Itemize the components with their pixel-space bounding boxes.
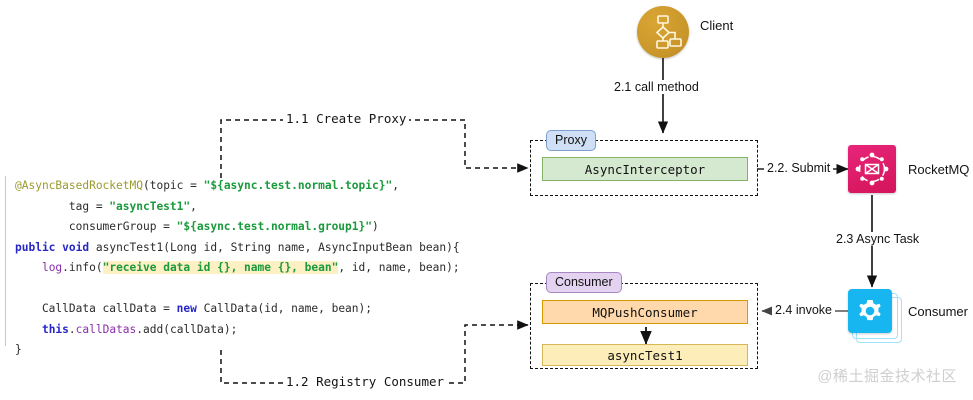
consumer-group-tag: Consumer: [546, 272, 622, 293]
consumer-group-box: [530, 283, 758, 369]
code-line: this.callDatas.add(callData);: [41, 322, 238, 336]
proxy-group-box: [530, 140, 758, 196]
watermark: @稀土掘金技术社区: [817, 368, 957, 385]
node-async-test1[interactable]: asyncTest1: [542, 344, 748, 366]
code-line: public void asyncTest1(Long id, String n…: [15, 240, 460, 254]
flow-label-1-2: 1.2 Registry Consumer: [283, 374, 448, 389]
code-snippet-panel: @AsyncBasedRocketMQ(topic = "${async.tes…: [5, 176, 475, 356]
flow-label-2-4: 2.4 invoke: [772, 303, 835, 317]
code-line: consumerGroup = "${async.test.normal.gro…: [15, 220, 379, 233]
code-line: log.info("receive data id {}, name {}, b…: [41, 261, 460, 274]
flow-label-1-1: 1.1 Create Proxy: [283, 111, 410, 126]
flowchart-icon: [655, 15, 682, 49]
proxy-group-tag: Proxy: [546, 130, 596, 151]
gear-icon: [859, 300, 881, 321]
flow-label-2-3: 2.3 Async Task: [833, 232, 923, 246]
rocketmq-icon: [848, 145, 896, 193]
code-line: @AsyncBasedRocketMQ(topic = "${async.tes…: [15, 179, 399, 192]
client-icon: [637, 6, 689, 58]
consumer-actor-label: Consumer: [908, 304, 968, 319]
client-label: Client: [700, 18, 734, 33]
flow-label-2-2: 2.2. Submit: [764, 161, 834, 175]
node-mqpushconsumer[interactable]: MQPushConsumer: [542, 300, 748, 324]
code-line: CallData callData = new CallData(id, nam…: [15, 302, 372, 315]
code-line: }: [15, 343, 22, 356]
rocketmq-network-icon: [855, 152, 889, 186]
consumer-icon: [848, 289, 892, 333]
code-line: [15, 279, 475, 300]
flow-label-2-1: 2.1 call method: [611, 80, 702, 94]
node-async-interceptor[interactable]: AsyncInterceptor: [542, 157, 748, 181]
flow-1-2-connector: [220, 320, 529, 384]
rocketmq-label: RocketMQ: [908, 162, 970, 177]
code-line: tag = "asyncTest1",: [15, 199, 197, 213]
flow-1-1-connector: [220, 119, 529, 178]
